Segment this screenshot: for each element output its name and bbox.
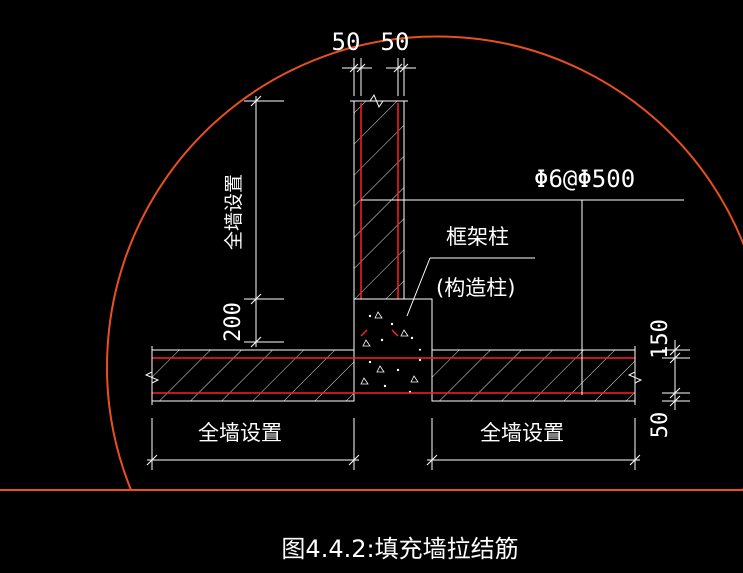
dim-vertical-full: 全墙设置 <box>223 174 245 250</box>
column-rebar-hook <box>391 329 399 337</box>
right-vertical-dimension <box>662 340 690 410</box>
dim-bottom-left: 全墙设置 <box>198 421 282 445</box>
left-break-mark <box>144 346 160 405</box>
column-alt-label: (构造柱) <box>436 276 515 300</box>
dim-bottom-right: 全墙设置 <box>480 421 564 445</box>
right-break-mark <box>627 346 643 405</box>
tie-spec-label: Φ6@Φ500 <box>534 165 635 193</box>
top-dimension <box>342 58 416 96</box>
bottom-dimension-right <box>426 418 641 470</box>
column-rebar-hook-left <box>360 329 368 337</box>
concrete-triangles-lower <box>360 365 419 385</box>
detail-circle <box>106 35 743 491</box>
dim-vertical-200: 200 <box>221 302 246 342</box>
dim-top-left: 50 <box>332 28 361 56</box>
column-label-leader <box>406 257 431 317</box>
figure-caption: 图4.4.2:填充墙拉结筋 <box>281 535 518 563</box>
dim-right-50: 50 <box>648 412 673 439</box>
column-name-label: 框架柱 <box>446 225 509 249</box>
wall-break-line <box>350 93 408 109</box>
dim-top-right: 50 <box>381 28 410 56</box>
bottom-dimension-left <box>146 418 360 470</box>
left-vertical-dimension <box>244 95 284 348</box>
dim-right-150: 150 <box>648 319 673 359</box>
